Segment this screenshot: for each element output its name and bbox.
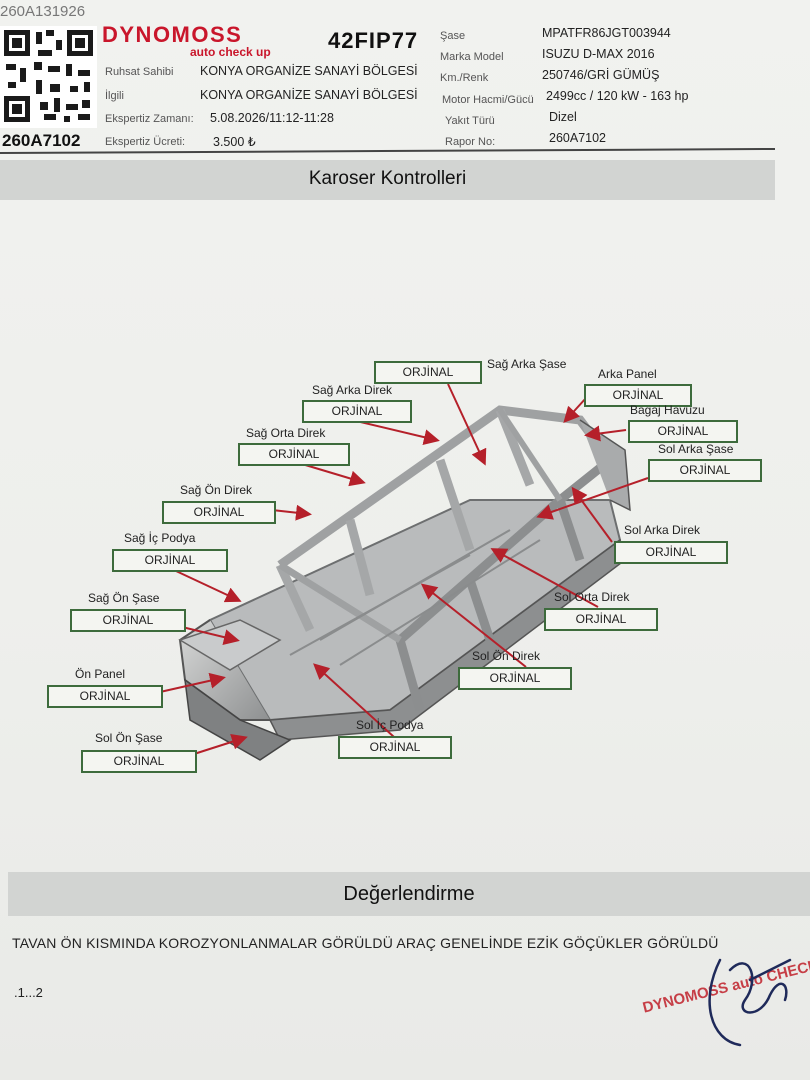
evaluation-text: TAVAN ÖN KISMINDA KOROZYONLANMALAR GÖRÜL…: [12, 935, 719, 951]
callout-sag-arka-direk: Sağ Arka Direk ORJİNAL: [302, 383, 412, 423]
evaluation-title: Değerlendirme: [343, 883, 475, 905]
status-box: ORJİNAL: [338, 736, 452, 759]
field-label: İlgili: [105, 90, 124, 102]
callout-arrow: [175, 570, 242, 603]
section-header-body: Karoser Kontrolleri: [0, 160, 775, 200]
callout-sag-on-direk: Sağ Ön Direk ORJİNAL: [162, 483, 276, 524]
callout-arrow: [584, 425, 627, 442]
part-label: Sağ Ön Direk: [180, 483, 253, 497]
part-label: Sol Orta Direk: [554, 590, 630, 604]
field-value: MPATFR86JGT003944: [542, 26, 671, 40]
status-box: ORJİNAL: [614, 541, 728, 564]
field-value: 250746/GRİ GÜMÜŞ: [542, 68, 660, 82]
part-label: Sol İç Podya: [356, 718, 424, 732]
field-value: 3.500 ₺: [213, 135, 256, 149]
callout-arrow: [571, 486, 613, 543]
license-plate: 42FIP77: [328, 28, 419, 53]
brand-tagline: auto check up: [190, 45, 271, 59]
status-box: ORJİNAL: [544, 608, 658, 631]
callout-arrow: [301, 463, 366, 487]
status-box: ORJİNAL: [112, 549, 228, 572]
field-value: 2499cc / 120 kW - 163 hp: [546, 89, 689, 103]
section-title: Karoser Kontrolleri: [308, 168, 467, 189]
qr-code: [0, 26, 97, 128]
status-box: ORJİNAL: [458, 667, 572, 690]
part-label: Sağ Ön Şase: [88, 591, 160, 605]
callout-arka-panel: Arka Panel ORJİNAL: [584, 367, 692, 407]
document-number: 260A131926: [0, 3, 86, 20]
field-value: KONYA ORGANİZE SANAYİ BÖLGESİ: [200, 88, 418, 102]
part-label: Arka Panel: [598, 367, 657, 381]
callout-arrow: [313, 663, 395, 738]
status-box: ORJİNAL: [648, 459, 762, 482]
evaluation-note: .1...2: [14, 985, 43, 1000]
part-label: Sol Ön Direk: [472, 649, 541, 663]
status-box: ORJİNAL: [70, 609, 186, 632]
car-body-diagram: [178, 405, 631, 761]
status-box: ORJİNAL: [302, 400, 412, 423]
part-label: Ön Panel: [75, 667, 126, 681]
status-box: ORJİNAL: [47, 685, 163, 708]
field-label: Ekspertiz Zamanı:: [105, 113, 194, 125]
callout-sag-arka-sase: Sağ Arka Şase ORJİNAL: [374, 357, 566, 384]
field-value: KONYA ORGANİZE SANAYİ BÖLGESİ: [200, 64, 418, 78]
callout-sol-arka-direk: Sol Arka Direk ORJİNAL: [614, 523, 728, 564]
callout-sol-on-direk: Sol Ön Direk ORJİNAL: [458, 649, 572, 690]
brand-logo: DYNOMOSS auto check up: [102, 22, 271, 60]
field-label: Şase: [440, 30, 466, 42]
part-label: Sağ Arka Şase: [487, 357, 567, 371]
callout-sol-on-sase: Sol Ön Şase ORJİNAL: [81, 731, 197, 773]
status-box: ORJİNAL: [628, 420, 738, 443]
callout-sol-arka-sase: Sol Arka Şase ORJİNAL: [648, 442, 762, 482]
callout-arrow: [193, 734, 248, 755]
callout-sag-orta-direk: Sağ Orta Direk ORJİNAL: [238, 426, 350, 466]
callout-sag-on-sase: Sağ Ön Şase ORJİNAL: [70, 591, 186, 632]
field-label: Yakıt Türü: [445, 115, 495, 127]
status-box: ORJİNAL: [584, 384, 692, 407]
signature: [708, 958, 792, 1047]
part-label: Sol Ön Şase: [95, 731, 163, 745]
callout-arrow: [490, 548, 599, 608]
callout-arrow: [420, 583, 527, 668]
callout-arrow: [271, 504, 312, 521]
field-value: ISUZU D-MAX 2016: [542, 47, 655, 61]
callout-bagaj-havuzu: Bagaj Havuzu ORJİNAL: [628, 403, 738, 443]
field-label: Ekspertiz Ücreti:: [105, 136, 186, 148]
part-label: Sol Arka Şase: [658, 442, 734, 456]
status-box: ORJİNAL: [162, 501, 276, 524]
part-label: Sol Arka Direk: [624, 523, 701, 537]
status-box: ORJİNAL: [374, 361, 482, 384]
field-label: Km./Renk: [440, 72, 489, 84]
field-label: Marka Model: [440, 51, 504, 63]
field-label: Rapor No:: [445, 136, 496, 148]
section-header-evaluation: Değerlendirme: [8, 872, 810, 916]
callout-arrow: [563, 397, 587, 423]
callout-sol-ic-podya: Sol İç Podya ORJİNAL: [338, 718, 452, 759]
callout-arrow: [351, 419, 440, 446]
part-label: Sağ Orta Direk: [246, 426, 326, 440]
callout-arrow: [181, 626, 240, 645]
status-box: ORJİNAL: [238, 443, 350, 466]
part-label: Sağ Arka Direk: [312, 383, 393, 397]
callout-arrow: [159, 672, 226, 693]
callout-on-panel: Ön Panel ORJİNAL: [47, 667, 163, 708]
callout-arrow: [536, 477, 649, 520]
field-label: Motor Hacmi/Gücü: [442, 94, 534, 106]
field-label: Ruhsat Sahibi: [105, 66, 174, 78]
status-box: ORJİNAL: [81, 750, 197, 773]
brand-name: DYNOMOSS: [102, 22, 243, 47]
callout-sol-orta-direk: Sol Orta Direk ORJİNAL: [544, 590, 658, 631]
field-value: 5.08.2026/11:12-11:28: [210, 111, 334, 125]
callout-arrow: [447, 383, 487, 466]
field-value: 260A7102: [549, 131, 607, 145]
callout-sag-ic-podya: Sağ İç Podya ORJİNAL: [112, 531, 228, 572]
part-label: Bagaj Havuzu: [630, 403, 705, 417]
part-label: Sağ İç Podya: [124, 531, 196, 545]
field-value: Dizel: [549, 110, 577, 124]
report-code: 260A7102: [2, 131, 81, 150]
